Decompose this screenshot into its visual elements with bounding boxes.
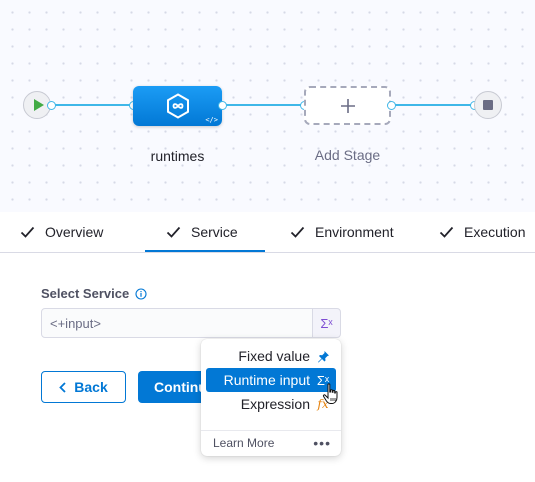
tab-overview[interactable]: Overview — [20, 212, 103, 252]
stage-name: runtimes — [150, 148, 205, 164]
continue-label: Continue — [154, 379, 215, 395]
menu-item-expression[interactable]: Expression fx — [206, 392, 336, 416]
menu-item-fixed-value[interactable]: Fixed value — [206, 344, 336, 368]
stage-tabs: Overview Service Environment Execution — [0, 212, 535, 253]
check-icon — [290, 226, 305, 238]
menu-item-runtime-input[interactable]: Runtime input Σˣ — [206, 368, 336, 392]
add-stage-button[interactable] — [304, 86, 391, 125]
pipeline-end-node — [474, 91, 502, 119]
back-label: Back — [74, 379, 108, 395]
sigma-icon: Σˣ — [316, 372, 330, 388]
check-icon — [20, 226, 35, 238]
tab-label: Environment — [315, 224, 394, 240]
connector-line — [391, 104, 477, 106]
sigma-icon: Σˣ — [320, 315, 333, 331]
tab-service[interactable]: Service — [166, 212, 238, 252]
play-icon — [33, 99, 44, 111]
add-stage-label: Add Stage — [314, 147, 381, 163]
deployment-stage-icon — [166, 93, 189, 119]
tab-label: Execution — [464, 224, 526, 240]
menu-item-label: Expression — [240, 396, 310, 412]
connector-port — [387, 101, 396, 110]
check-icon — [439, 226, 454, 238]
menu-item-label: Runtime input — [223, 372, 310, 388]
pipeline-canvas[interactable]: </> runtimes Add Stage — [0, 0, 535, 212]
connector-line — [51, 104, 137, 106]
learn-more-link[interactable]: Learn More — [213, 436, 275, 450]
connector-line — [222, 104, 306, 106]
fx-icon: fx — [317, 397, 329, 411]
input-type-menu: Fixed value Runtime input Σˣ Expression … — [201, 339, 341, 456]
info-icon[interactable] — [135, 287, 147, 300]
tab-label: Service — [191, 224, 238, 240]
active-tab-indicator — [145, 250, 265, 252]
hand-cursor-icon — [322, 383, 338, 404]
tab-execution[interactable]: Execution — [439, 212, 525, 252]
pin-icon — [317, 350, 329, 362]
select-service-input[interactable]: <+input> — [41, 308, 313, 338]
menu-item-label: Fixed value — [238, 348, 310, 364]
input-type-button[interactable]: Σˣ — [312, 308, 341, 338]
plus-icon — [340, 98, 355, 113]
back-button[interactable]: Back — [41, 371, 126, 403]
stage-node-runtimes[interactable]: </> — [133, 86, 222, 126]
select-service-label: Select Service — [41, 286, 147, 301]
menu-divider — [201, 430, 341, 431]
code-icon: </> — [205, 116, 218, 124]
chevron-left-icon — [59, 381, 66, 393]
more-options-icon[interactable]: ••• — [313, 435, 331, 451]
tab-label: Overview — [45, 224, 104, 240]
tab-environment[interactable]: Environment — [290, 212, 394, 252]
connector-port — [47, 101, 56, 110]
stop-icon — [483, 100, 493, 110]
field-label-text: Select Service — [41, 286, 130, 301]
connector-port — [218, 101, 227, 110]
check-icon — [166, 226, 181, 238]
pipeline-start-node — [23, 91, 51, 119]
